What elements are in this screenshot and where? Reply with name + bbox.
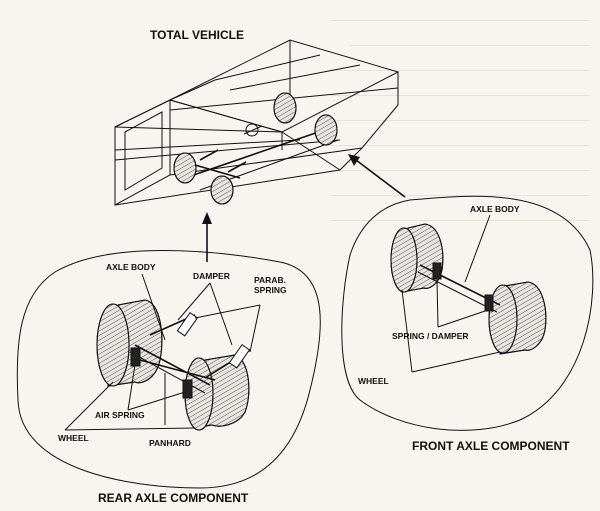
parab-spring-label-line2: SPRING [254, 285, 287, 295]
front-axle-right-wheel [488, 281, 547, 355]
rear-axle-beam [134, 344, 211, 386]
front-axle-left-wheel [390, 223, 444, 293]
rear-air-springs [130, 347, 193, 399]
vehicle-rear-suspension [194, 164, 241, 179]
total-vehicle-drawing [114, 39, 400, 206]
front-axle-component-label: FRONT AXLE COMPONENT [412, 439, 570, 453]
rear-axle-right-wheel [184, 354, 250, 431]
spring-damper-label: SPRING / DAMPER [392, 331, 469, 341]
front-wheel-label: WHEEL [358, 376, 389, 386]
total-vehicle-label: TOTAL VEHICLE [150, 28, 244, 42]
vehicle-rear-left-wheel [173, 152, 197, 184]
rear-axle-component-group [16, 250, 321, 489]
rear-axle-component-label: REAR AXLE COMPONENT [98, 491, 249, 505]
front-spring-damper-units [432, 262, 494, 312]
vehicle-front-left-wheel [273, 92, 297, 124]
arrow-rear-to-vehicle [202, 212, 212, 262]
rear-axle-body-label: AXLE BODY [106, 262, 156, 272]
vehicle-rear-right-wheel [210, 175, 234, 205]
front-axle-body-label: AXLE BODY [470, 204, 520, 214]
bleed-through-texture [330, 20, 590, 221]
vehicle-front-right-wheel [314, 114, 338, 146]
rear-axle-outline [16, 250, 321, 489]
rear-panhard-rod [139, 359, 216, 381]
panhard-label: PANHARD [149, 438, 191, 448]
parab-spring-label-line1: PARAB. [254, 275, 286, 285]
front-axle-outline [341, 195, 594, 431]
rear-dampers [176, 311, 251, 369]
vehicle-body-wireframe [114, 39, 400, 206]
arrow-front-to-vehicle [348, 154, 406, 198]
rear-axle-left-wheel [96, 299, 163, 387]
front-axle-component-group [341, 195, 594, 431]
rear-damper-label: DAMPER [193, 271, 230, 281]
air-spring-label: AIR SPRING [95, 410, 145, 420]
center-mass-marker [243, 123, 263, 137]
rear-leader-lines [64, 273, 261, 431]
chassis-rail [184, 127, 331, 179]
rear-wheel-label: WHEEL [58, 433, 89, 443]
front-leader-lines [401, 214, 501, 373]
